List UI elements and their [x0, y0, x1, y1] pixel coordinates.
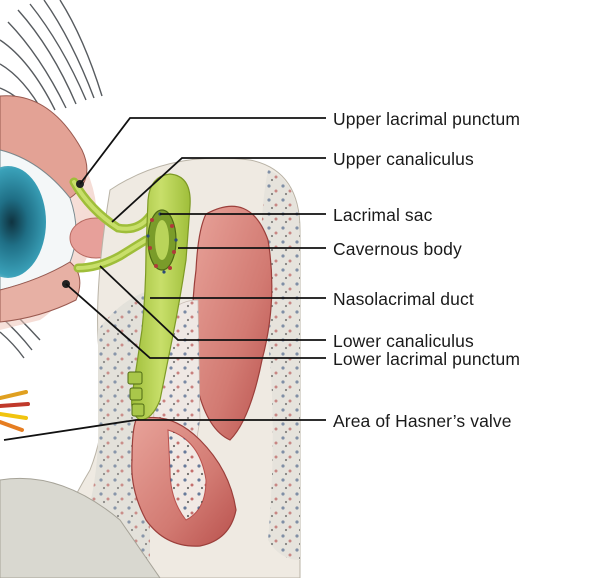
- label-lower-canaliculus: Lower canaliculus: [333, 331, 474, 351]
- label-lacrimal-sac: Lacrimal sac: [333, 205, 432, 225]
- vessels: [0, 392, 28, 430]
- label-upper-lacrimal-punctum: Upper lacrimal punctum: [333, 109, 520, 129]
- label-cavernous-body: Cavernous body: [333, 239, 462, 259]
- label-area-of-hasners-valve: Area of Hasner’s valve: [333, 411, 512, 431]
- label-nasolacrimal-duct: Nasolacrimal duct: [333, 289, 474, 309]
- label-lower-lacrimal-punctum: Lower lacrimal punctum: [333, 349, 520, 369]
- label-upper-canaliculus: Upper canaliculus: [333, 149, 474, 169]
